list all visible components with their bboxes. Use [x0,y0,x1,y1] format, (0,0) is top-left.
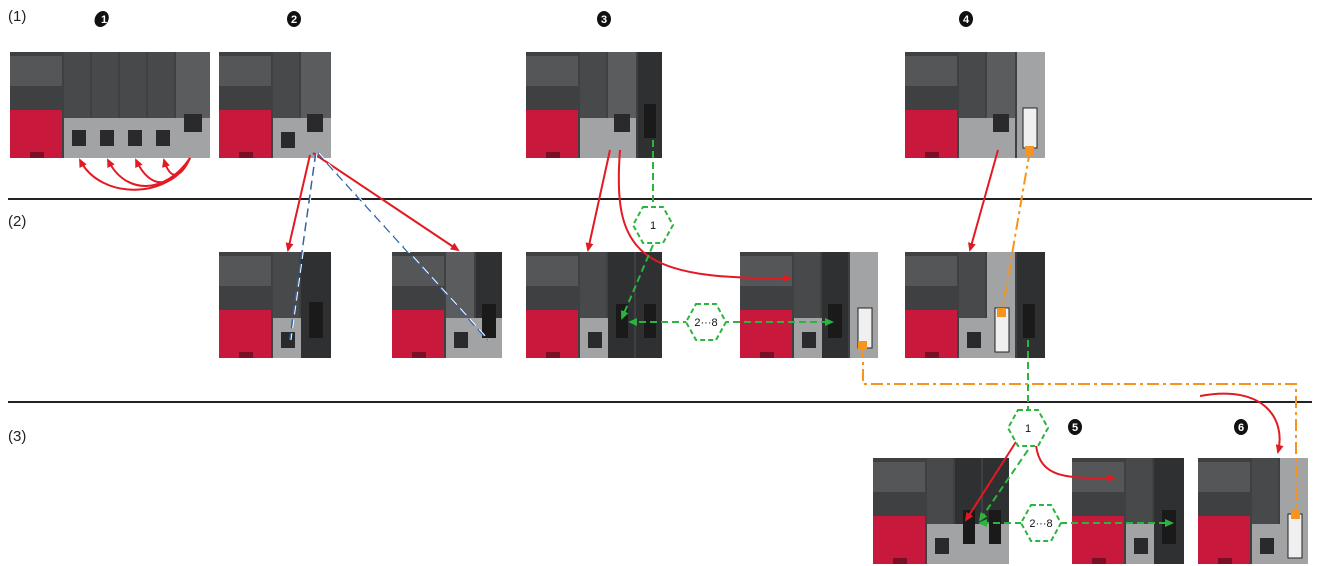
orange-route-4 [1001,149,1031,313]
red-route-6 [1199,392,1284,454]
plc-rack-3 [526,52,662,158]
network-marker-d: 2···8 [1019,504,1063,542]
badge-3-number: 3 [601,14,607,26]
network-marker-c: 1 [1006,409,1050,447]
badge-4: 4 [959,11,973,27]
badge-4-number: 4 [963,14,970,26]
orange-connector-1 [1025,146,1034,155]
network-marker-a-label: 1 [650,220,656,232]
plc-rack-6 [392,252,502,358]
blue-route-2-inner [318,152,490,341]
red-route-3b [617,149,792,283]
badge-1: 1 [94,11,109,27]
red-route-5b [1035,444,1116,483]
badge-2: 2 [287,11,301,27]
plc-rack-5 [219,252,331,358]
green-route-5-down [978,449,1029,522]
plc-rack-1 [10,52,210,158]
orange-route-long [862,346,1297,514]
badge-5-number: 5 [1072,422,1078,434]
badge-6-number: 6 [1238,422,1244,434]
badge-6: 6 [1234,419,1248,435]
orange-connector-3 [858,341,867,350]
badge-2-number: 2 [291,14,297,26]
blue-route-2 [317,152,489,341]
plc-rack-4 [905,52,1045,158]
plc-rack-7 [526,252,662,358]
green-route-3-down [621,244,654,320]
network-marker-d-label: 2···8 [1029,518,1052,530]
badge-3: 3 [597,11,611,27]
badge-5: 5 [1068,419,1082,435]
red-route-4 [968,149,999,252]
network-marker-b-label: 2···8 [694,317,717,329]
plc-rack-10 [873,458,1009,564]
network-marker-c-label: 1 [1025,423,1031,435]
red-routes [79,149,1284,522]
plc-rack-8 [740,252,878,358]
red-route-2b [312,152,460,252]
plc-rack-9 [905,252,1045,358]
red-route-1d [162,157,191,176]
orange-connector-4 [1291,510,1300,519]
level-label-3: (3) [8,428,26,445]
orange-connector-2 [997,308,1006,317]
red-route-1b [107,157,191,187]
red-route-2a [285,154,311,252]
level-label-2: (2) [8,213,26,230]
network-marker-b: 2···8 [684,303,728,341]
red-route-3a [585,149,611,252]
blue-route-1 [289,152,317,341]
blue-route-1-inner [290,152,318,341]
green-routes [621,140,1174,527]
plc-rack-11 [1072,458,1184,564]
blue-routes [289,152,490,341]
level-label-1: (1) [8,8,26,25]
orange-connectors [858,146,1300,519]
orange-routes [862,149,1297,514]
plc-rack-2 [219,52,331,158]
network-marker-a: 1 [631,206,675,244]
badge-1-number: 1 [101,14,107,26]
